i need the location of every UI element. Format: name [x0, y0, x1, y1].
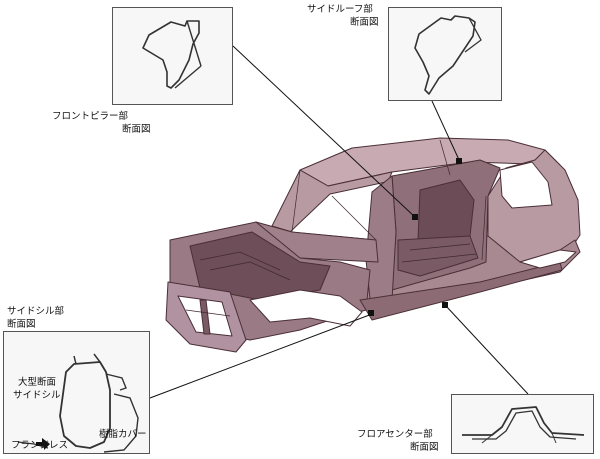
resin-cover-label: 樹脂カバー: [99, 429, 147, 440]
leader-end-side-sill: [368, 310, 374, 316]
side-roof-section-panel: [388, 7, 502, 101]
floor-center-section-panel: [451, 394, 594, 454]
leader-lines: [149, 45, 529, 399]
car-body-shell: [165, 137, 581, 353]
side-roof-section-drawing: [414, 15, 482, 95]
side-roof-label-2: 断面図: [350, 17, 379, 28]
floor-center-section-drawing: [462, 406, 585, 444]
flangeless-arrow-icon: [36, 438, 50, 450]
floor-center-label-1: フロアセンター部: [357, 429, 433, 440]
side-sill-label-1: サイドシル部: [7, 306, 65, 317]
front-pillar-section-drawing: [142, 20, 202, 89]
front-pillar-label-1: フロントピラー部: [52, 111, 129, 122]
front-pillar-label-2: 断面図: [122, 124, 151, 135]
large-section-label-1: 大型断面: [18, 377, 57, 388]
leader-end-floor-center: [442, 302, 448, 308]
side-roof-label-1: サイドルーフ部: [307, 4, 373, 15]
side-sill-section-panel: 大型断面 サイドシル フランジレス 樹脂カバー: [3, 331, 150, 454]
leader-end-front-pillar: [412, 214, 418, 220]
leader-front-pillar: [232, 45, 417, 219]
front-pillar-section-panel: [112, 7, 233, 105]
flangeless-label: フランジレス: [11, 440, 69, 451]
leader-side-sill: [149, 313, 373, 399]
leader-side-roof: [431, 100, 461, 163]
large-section-label-2: サイドシル: [13, 390, 61, 401]
leader-end-side-roof: [456, 158, 462, 164]
body-detail-lines: [185, 139, 487, 317]
side-sill-section-drawing: [17, 353, 139, 453]
leader-floor-center: [445, 305, 529, 395]
floor-center-label-2: 断面図: [410, 442, 439, 453]
side-sill-label-2: 断面図: [7, 319, 36, 330]
